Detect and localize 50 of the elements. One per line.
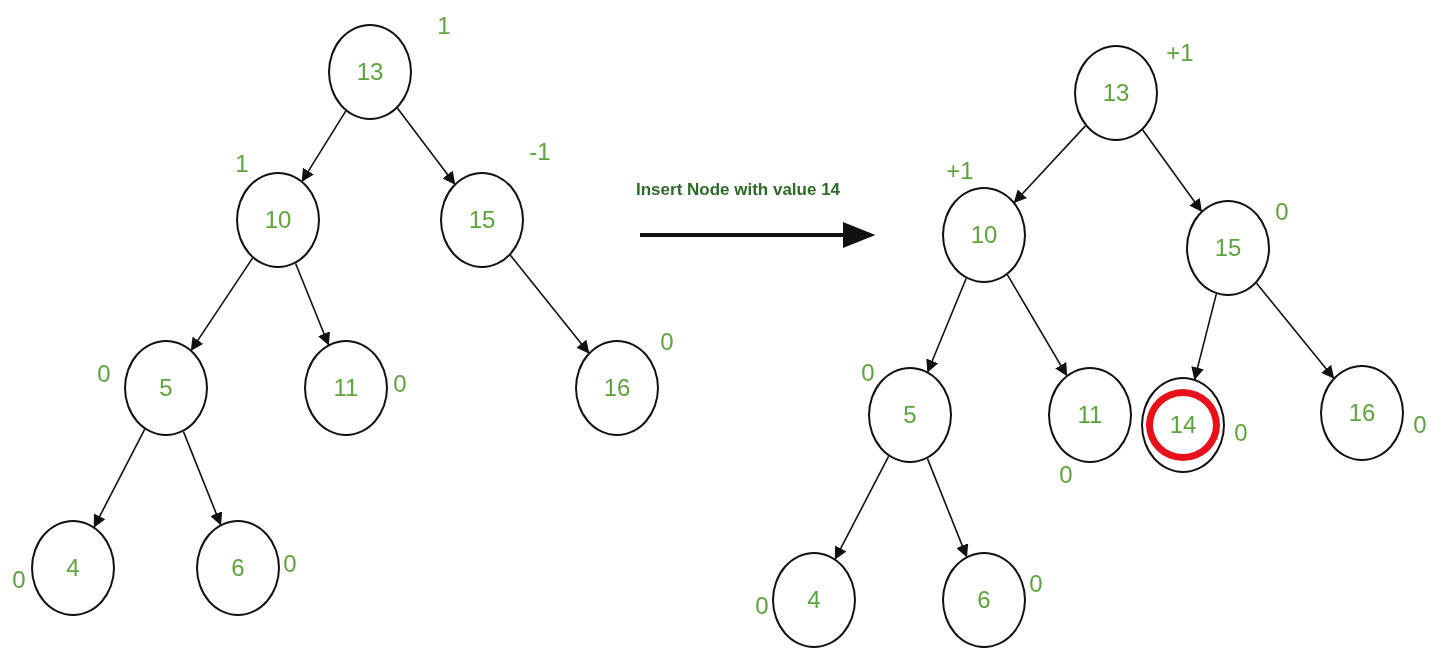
balance-factor: 0 — [1413, 411, 1427, 439]
node-value: 6 — [977, 586, 991, 614]
arrow — [1006, 274, 1068, 377]
node-value: 13 — [1102, 79, 1130, 107]
arrow — [1255, 282, 1335, 379]
balance-factor: 0 — [97, 360, 111, 388]
balance-factor: 0 — [660, 328, 674, 356]
node-value: 16 — [1348, 399, 1376, 427]
arrow — [926, 457, 969, 558]
node-value: 13 — [356, 58, 384, 86]
balance-factor: 1 — [437, 12, 451, 40]
balance-factor: 0 — [393, 370, 407, 398]
arrow — [182, 430, 223, 526]
arrow — [294, 262, 330, 346]
arrow — [396, 107, 456, 185]
node-value: 11 — [1077, 401, 1103, 429]
node-value: 4 — [66, 554, 80, 582]
balance-factor: 1 — [235, 150, 249, 178]
node-value: 10 — [264, 206, 292, 234]
node-value: 15 — [1214, 234, 1242, 262]
balance-factor: 0 — [1275, 198, 1289, 226]
node-value: 6 — [231, 554, 245, 582]
arrow — [1013, 125, 1087, 204]
balance-factor: 0 — [283, 550, 297, 578]
node-value: 16 — [603, 374, 631, 402]
arrow — [301, 110, 347, 182]
arrow-caption: Insert Node with value 14 — [636, 180, 841, 200]
balance-factor: 0 — [1234, 419, 1248, 447]
balance-factor: 0 — [1029, 570, 1043, 598]
arrow — [93, 428, 146, 528]
node-value: 14 — [1169, 411, 1197, 439]
node-value: 15 — [468, 206, 496, 234]
node-value: 10 — [970, 221, 998, 249]
balance-factor: 0 — [1059, 461, 1073, 489]
arrow — [834, 455, 890, 560]
arrow — [509, 254, 590, 354]
balance-factor: -1 — [529, 138, 551, 166]
arrow — [190, 257, 254, 351]
node-value: 11 — [333, 374, 359, 402]
arrow — [1191, 293, 1218, 381]
node-value: 4 — [807, 586, 821, 614]
balance-factor: 0 — [12, 566, 26, 594]
balance-factor: +1 — [946, 157, 974, 185]
balance-factor: +1 — [1166, 39, 1194, 67]
arrow — [926, 277, 967, 373]
arrow — [1141, 129, 1203, 213]
node-value: 5 — [903, 401, 917, 429]
balance-factor: 0 — [861, 359, 875, 387]
node-value: 5 — [159, 374, 173, 402]
balance-factor: 0 — [755, 592, 769, 620]
